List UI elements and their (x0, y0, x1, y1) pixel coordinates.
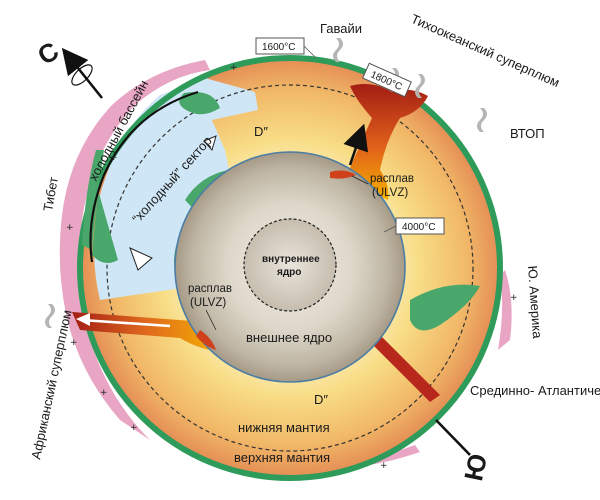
temp-1600-leader (303, 45, 317, 59)
ulvz-blob-left (196, 330, 216, 350)
south-america-label: Ю. Америка (525, 265, 545, 340)
plume-rise-arrow (343, 123, 369, 166)
svg-text:+: + (230, 63, 238, 73)
african-plume-arrow (81, 318, 171, 328)
mid-atlantic-plume (372, 335, 440, 402)
temp-1600-label: 1600°C (262, 42, 295, 53)
ulvz-blob-top (330, 170, 356, 179)
rotation-axis-south (435, 419, 471, 456)
inner-core-line2: ядро (277, 267, 301, 278)
temp-4000-label: 4000°C (402, 222, 435, 233)
cold-basin-arc (89, 90, 199, 263)
african-superplume-label: Африканский суперплюм (28, 308, 74, 460)
inner-core-label: внутреннее ядро (262, 254, 322, 278)
cold-sector (94, 78, 258, 300)
south-pole-label: Ю (458, 451, 493, 483)
lower-mantle-label: нижняя мантия (238, 420, 330, 435)
upper-mantle-label: верхняя мантия (234, 450, 330, 465)
melt-ulvz-label-left: расплав (ULVZ) (188, 283, 235, 309)
svg-text:+: + (510, 293, 518, 303)
inner-core (243, 218, 337, 312)
tibet-label: Тибет (40, 176, 61, 213)
melt-ulvz-label-right: расплав (ULVZ) (370, 173, 417, 199)
cold-flow-arrow-2 (129, 247, 153, 271)
continent-crust-right (498, 270, 512, 350)
hawaii-label: Гавайи (320, 21, 362, 36)
ulvz-leader-left (205, 309, 217, 331)
pacific-superplume-label: Тихоокеанский суперплюм (409, 11, 562, 90)
svg-text:+: + (70, 338, 78, 348)
temp-4000-leader (383, 225, 397, 233)
mantle-boundary-dashed (106, 84, 474, 452)
d-double-prime-top: D″ (254, 124, 268, 139)
volcano-smoke-africa (45, 304, 55, 328)
temp-box-1800 (362, 62, 412, 98)
slab-cold-sector (179, 92, 220, 115)
d-double-prime-bottom: D″ (314, 392, 328, 407)
melt-ulvz-left-line2: (ULVZ) (190, 297, 226, 309)
volcano-smoke-vtop (477, 108, 487, 132)
melt-ulvz-right-line1: расплав (370, 173, 414, 185)
svg-text:+: + (100, 388, 108, 398)
svg-text:+: + (380, 461, 388, 471)
outer-core-label: внешнее ядро (246, 330, 332, 345)
ulvz-leader-right (351, 175, 369, 185)
slab-right (410, 284, 480, 331)
inner-core-line1: внутреннее (262, 254, 320, 265)
crust-plus-markers: + + + + + + + + (66, 63, 518, 471)
cold-flow-arrow-1 (203, 135, 217, 152)
pacific-superplume-text: Тихоокеанский суперплюм (409, 11, 562, 90)
svg-text:+: + (130, 423, 138, 433)
melt-ulvz-right-line2: (ULVZ) (372, 187, 408, 199)
svg-text:+: + (110, 153, 118, 163)
svg-text:+: + (66, 223, 74, 233)
volcano-smoke-hawaii (333, 38, 343, 62)
north-pole-label: С (32, 35, 64, 71)
mid-atlantic-ridge-label: Срединно- Атлантический хребет (470, 383, 600, 398)
rotation-axis-north (61, 47, 104, 99)
surface-ring (77, 55, 503, 481)
rotation-ellipse (71, 64, 93, 86)
melt-ulvz-left-line1: расплав (188, 283, 232, 295)
vtop-label: ВТОП (510, 126, 545, 141)
african-plume-arrowhead (76, 313, 90, 326)
mid-atlantic-ridge-text: Срединно- Атлантический хребет (470, 383, 600, 398)
